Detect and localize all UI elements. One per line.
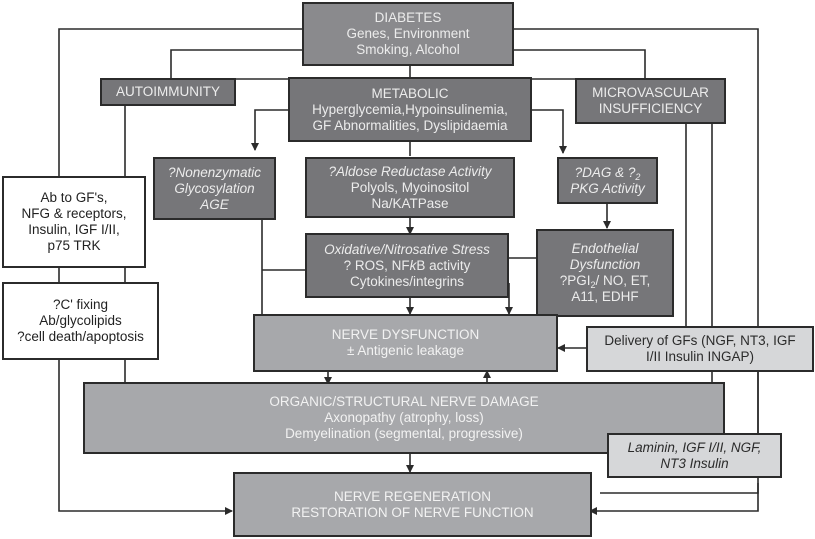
endothelial-subscript: 2 [590, 280, 596, 290]
dag-box: ?DAG & ?2 PKG Activity [557, 157, 658, 204]
microvascular-line2: INSUFFICIENCY [598, 101, 703, 116]
endothelial-line3: ?PGI2/ NO, ET, [559, 273, 651, 290]
laminin-line2: NT3 Insulin [660, 455, 729, 471]
oxidative-ros: ? ROS, NF [343, 257, 410, 273]
antibodies-line1: Ab to GF's, [40, 190, 108, 205]
metabolic-title: METABOLIC [371, 85, 449, 101]
delivery-line1: Delivery of GFs (NGF, NT3, IGF [604, 333, 796, 348]
oxidative-kappa: k [409, 257, 417, 273]
metabolic-box: METABOLIC Hyperglycemia,Hypoinsulinemia,… [288, 77, 532, 142]
aldose-line2: Polyols, Myoinositol [350, 179, 470, 195]
diabetes-box: DIABETES Genes, Environment Smoking, Alc… [302, 2, 514, 66]
oxidative-line3: Cytokines/integrins [349, 273, 465, 289]
microvascular-line1: MICROVASCULAR [592, 85, 709, 100]
laminin-line1: Laminin, IGF I/II, NGF, [627, 439, 762, 455]
connector-metabolic-nonenzymatic [251, 109, 288, 151]
oxidative-line1: Oxidative/Nitrosative Stress [324, 241, 490, 257]
connector-right-regeneration [589, 483, 759, 515]
structural-damage-box: ORGANIC/STRUCTURAL NERVE DAMAGE Axonopat… [83, 382, 725, 454]
nerve-dysfunction-title: NERVE DYSFUNCTION [331, 327, 480, 342]
endothelial-box: Endothelial Dysfunction ?PGI2/ NO, ET, A… [536, 229, 674, 317]
complement-box: ?C' fixing Ab/glycolipids ?cell death/ap… [2, 282, 159, 360]
antibodies-box: Ab to GF's, NFG & receptors, Insulin, IG… [2, 176, 146, 268]
connector-diabetes-outer-right [512, 28, 759, 494]
dag-line1: ?DAG & ?2 [574, 164, 641, 182]
oxidative-box: Oxidative/Nitrosative Stress ? ROS, NFkB… [305, 233, 509, 298]
connector-diabetes-microvascular [512, 49, 646, 79]
diabetes-line2: Smoking, Alcohol [356, 42, 460, 57]
dag-line2: PKG Activity [570, 180, 645, 196]
structural-title: ORGANIC/STRUCTURAL NERVE DAMAGE [269, 394, 539, 409]
nerve-dysfunction-box: NERVE DYSFUNCTION ± Antigenic leakage [253, 314, 558, 372]
oxidative-line2: ? ROS, NFkB activity [344, 258, 471, 274]
delivery-line2: I/II Insulin INGAP) [645, 349, 755, 364]
dag-text: ?DAG & ? [574, 164, 636, 180]
nonenzymatic-box: ?Nonenzymatic Glycosylation AGE [153, 157, 276, 220]
endothelial-line2: Dysfunction [569, 257, 641, 272]
structural-line1: Axonopathy (atrophy, loss) [324, 410, 484, 425]
laminin-box: Laminin, IGF I/II, NGF, NT3 Insulin [607, 433, 782, 478]
dag-subscript: 2 [635, 171, 641, 182]
antibodies-line4: p75 TRK [47, 238, 101, 253]
nonenzymatic-line2: Glycosylation [174, 180, 255, 196]
metabolic-line1: Hyperglycemia,Hypoinsulinemia, [312, 101, 508, 117]
antibodies-line3: Insulin, IGF I/II, [28, 222, 120, 237]
endothelial-pgi: ?PGI [559, 273, 591, 288]
endothelial-line1: Endothelial [571, 241, 639, 256]
aldose-line1: ?Aldose Reductase Activity [328, 163, 492, 179]
nonenzymatic-line3: AGE [200, 196, 229, 212]
microvascular-box: MICROVASCULAR INSUFFICIENCY [575, 78, 726, 124]
complement-line2: Ab/glycolipids [39, 313, 122, 328]
regeneration-line1: NERVE REGENERATION [333, 488, 492, 504]
metabolic-line2: GF Abnormalities, Dyslipidaemia [312, 117, 508, 133]
autoimmunity-title: AUTOIMMUNITY [116, 84, 220, 99]
structural-line2: Demyelination (segmental, progressive) [285, 426, 523, 441]
endothelial-no-et: / NO, ET, [595, 273, 651, 288]
regeneration-line2: RESTORATION OF NERVE FUNCTION [291, 504, 534, 520]
connector-diabetes-autoimmunity [170, 49, 302, 79]
diabetes-title: DIABETES [374, 10, 442, 25]
connector-diabetes-outer-left [58, 28, 302, 515]
antibodies-line2: NFG & receptors, [21, 206, 127, 221]
delivery-box: Delivery of GFs (NGF, NT3, IGF I/II Insu… [586, 326, 814, 372]
regeneration-box: NERVE REGENERATION RESTORATION OF NERVE … [233, 472, 592, 537]
autoimmunity-box: AUTOIMMUNITY [100, 78, 236, 106]
nerve-dysfunction-line1: ± Antigenic leakage [347, 343, 464, 358]
diabetes-line1: Genes, Environment [346, 26, 470, 41]
aldose-line3: Na/KATPase [371, 195, 449, 211]
aldose-box: ?Aldose Reductase Activity Polyols, Myoi… [305, 157, 515, 218]
nonenzymatic-line1: ?Nonenzymatic [167, 164, 262, 180]
oxidative-activity: B activity [416, 257, 471, 273]
connector-metabolic-dag [530, 109, 567, 154]
complement-line3: ?cell death/apoptosis [17, 329, 144, 344]
complement-line1: ?C' fixing [52, 297, 109, 312]
endothelial-line4: A11, EDHF [571, 289, 639, 304]
